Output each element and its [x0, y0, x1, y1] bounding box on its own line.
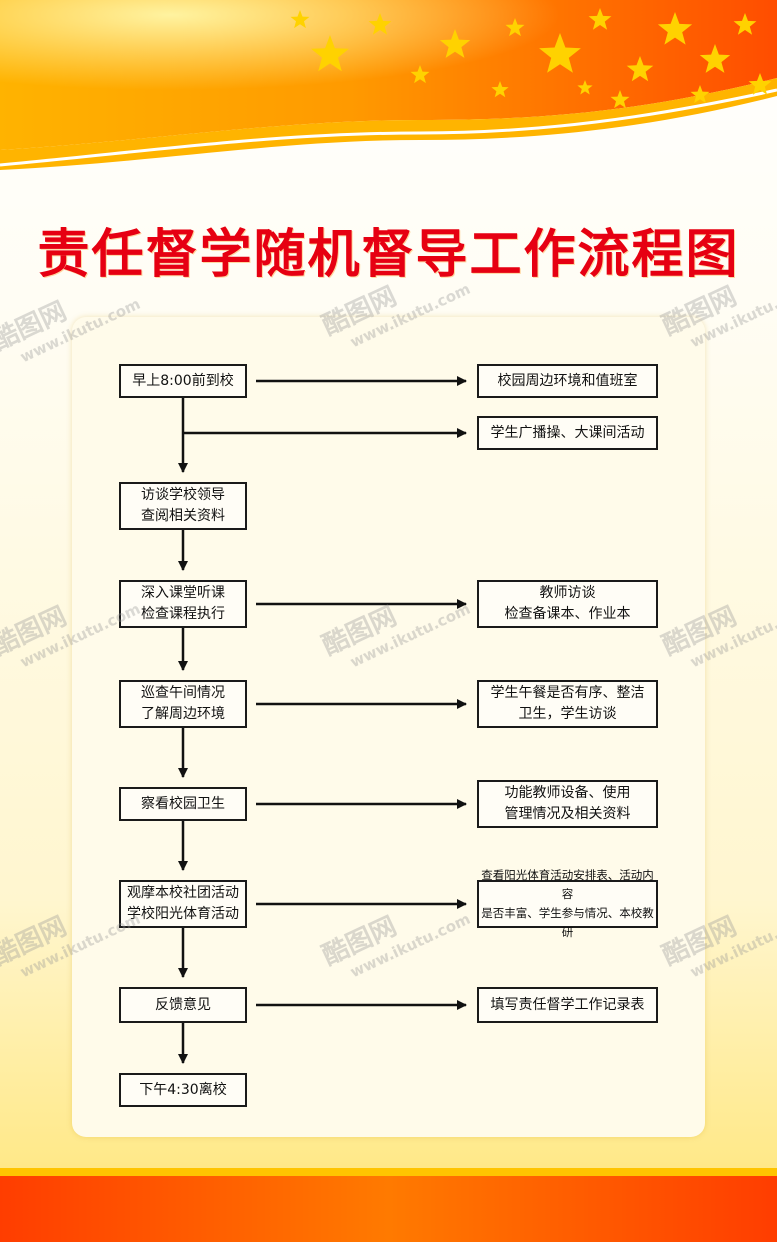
task-lunch-check: 学生午餐是否有序、整洁 卫生，学生访谈	[477, 680, 658, 728]
star-shape	[505, 18, 525, 37]
star-shape	[748, 73, 772, 95]
star-shape	[733, 13, 757, 35]
star-shape	[610, 90, 630, 109]
step-text: 早上8:00前到校	[132, 372, 234, 389]
star-decoration	[290, 8, 772, 109]
task-text: 学生午餐是否有序、整洁	[490, 685, 645, 701]
step-hygiene: 察看校园卫生	[119, 787, 247, 821]
step-text: 学校阳光体育活动	[127, 906, 239, 922]
step-text: 访谈学校领导	[141, 487, 225, 503]
step-text: 观摩本校社团活动	[127, 885, 239, 901]
step-interview-leaders: 访谈学校领导 查阅相关资料	[119, 482, 247, 530]
step-text: 深入课堂听课	[141, 585, 225, 601]
task-campus-surroundings: 校园周边环境和值班室	[477, 364, 658, 398]
step-text: 巡查午间情况	[141, 685, 225, 701]
star-shape	[539, 33, 581, 73]
step-text: 反馈意见	[155, 996, 211, 1013]
task-text: 填写责任督学工作记录表	[490, 996, 645, 1013]
step-text: 了解周边环境	[141, 706, 225, 722]
task-text: 卫生，学生访谈	[518, 706, 617, 722]
star-shape	[410, 65, 430, 84]
step-noon-patrol: 巡查午间情况 了解周边环境	[119, 680, 247, 728]
step-text: 检查课程执行	[141, 606, 225, 622]
star-shape	[577, 80, 593, 95]
step-text: 察看校园卫生	[141, 795, 225, 812]
star-shape	[439, 29, 471, 58]
star-shape	[311, 35, 349, 72]
step-feedback: 反馈意见	[119, 987, 247, 1023]
star-shape	[626, 56, 654, 82]
star-shape	[368, 13, 392, 35]
task-teacher-interview: 教师访谈 检查备课本、作业本	[477, 580, 658, 628]
star-shape	[290, 10, 310, 29]
task-text: 教师访谈	[539, 585, 596, 601]
task-sports-schedule: 查看阳光体育活动安排表、活动内容 是否丰富、学生参与情况、本校教研	[477, 868, 658, 939]
star-shape	[699, 44, 731, 73]
task-text: 管理情况及相关资料	[504, 806, 631, 822]
step-club-activities: 观摩本校社团活动 学校阳光体育活动	[119, 880, 247, 928]
task-text: 学生广播操、大课间活动	[490, 424, 645, 441]
header-banner	[0, 0, 777, 170]
task-record-form: 填写责任督学工作记录表	[477, 987, 658, 1023]
star-shape	[588, 8, 612, 30]
step-text: 查阅相关资料	[141, 508, 225, 524]
star-shape	[690, 85, 710, 104]
task-text: 检查备课本、作业本	[504, 606, 631, 622]
step-leave: 下午4:30离校	[119, 1073, 247, 1107]
star-shape	[657, 12, 693, 45]
task-text: 是否丰富、学生参与情况、本校教研	[481, 906, 654, 939]
step-arrive: 早上8:00前到校	[119, 364, 247, 398]
task-text: 功能教师设备、使用	[504, 785, 631, 801]
page-title: 责任督学随机督导工作流程图	[37, 225, 740, 285]
task-text: 查看阳光体育活动安排表、活动内容	[481, 868, 654, 901]
task-equipment-check: 功能教师设备、使用 管理情况及相关资料	[477, 780, 658, 828]
footer-band	[0, 1168, 777, 1242]
task-exercises: 学生广播操、大课间活动	[477, 416, 658, 450]
step-classroom: 深入课堂听课 检查课程执行	[119, 580, 247, 628]
step-text: 下午4:30离校	[139, 1081, 227, 1098]
task-text: 校园周边环境和值班室	[497, 372, 638, 389]
star-shape	[491, 81, 509, 98]
